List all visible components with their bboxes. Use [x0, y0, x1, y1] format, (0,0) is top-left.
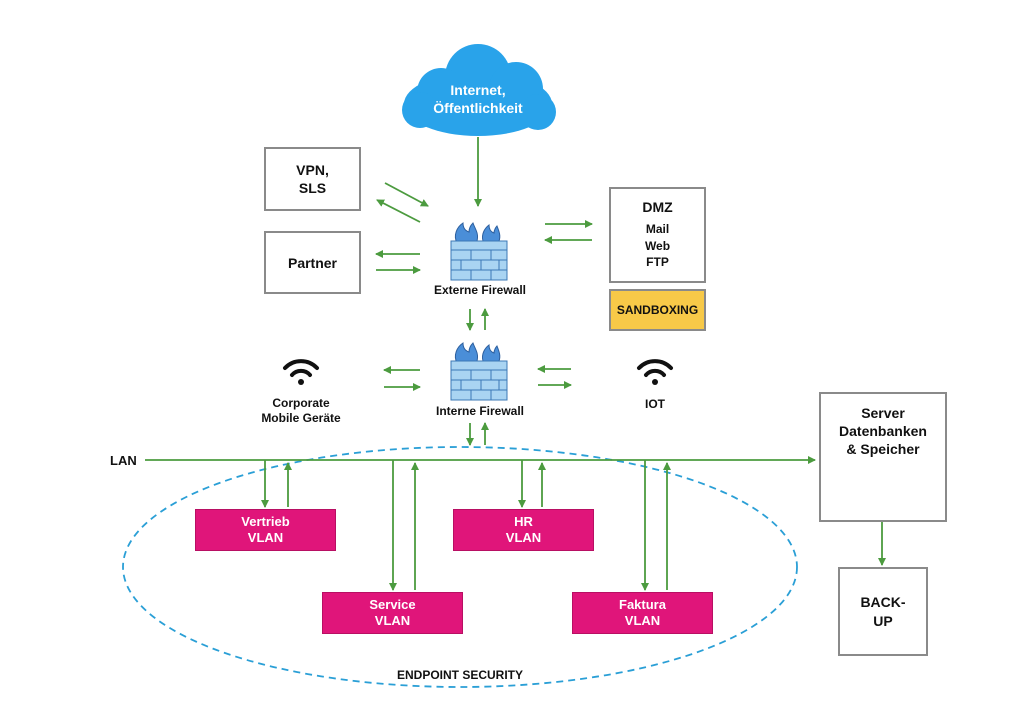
- vlan-service: Service VLAN: [322, 592, 463, 634]
- vpn-box: VPN, SLS: [264, 147, 361, 211]
- wifi-icon-corporate: [283, 359, 319, 385]
- wifi-icon-iot: [637, 359, 673, 385]
- arrow-firewall-to-vpn: [376, 199, 421, 223]
- vpn-label: VPN, SLS: [296, 161, 329, 196]
- dmz-services: Mail Web FTP: [644, 221, 671, 270]
- server-label: Server Datenbanken & Speicher: [839, 405, 927, 458]
- sandboxing-box: SANDBOXING: [609, 289, 706, 331]
- server-box: Server Datenbanken & Speicher: [819, 392, 947, 522]
- iot-label: IOT: [645, 397, 665, 411]
- internet-label: Internet, Öffentlichkeit: [433, 82, 523, 116]
- external-firewall-label: Externe Firewall: [433, 283, 527, 297]
- vlan-hr: HR VLAN: [453, 509, 594, 551]
- lan-label: LAN: [110, 453, 137, 468]
- backup-box: BACK- UP: [838, 567, 928, 656]
- vlan-vertrieb: Vertrieb VLAN: [195, 509, 336, 551]
- internal-firewall-label: Interne Firewall: [435, 404, 525, 418]
- internet-cloud-icon: [402, 44, 556, 136]
- partner-box: Partner: [264, 231, 361, 294]
- internal-firewall-icon: [450, 342, 508, 401]
- partner-label: Partner: [287, 254, 338, 271]
- dmz-box: DMZ Mail Web FTP: [609, 187, 706, 283]
- arrow-vpn-to-firewall: [384, 182, 429, 207]
- endpoint-security-boundary: [122, 446, 798, 688]
- corporate-mobile-label: Corporate Mobile Geräte: [261, 396, 341, 425]
- external-firewall-icon: [450, 222, 508, 281]
- backup-label: BACK- UP: [860, 593, 906, 629]
- vlan-faktura: Faktura VLAN: [572, 592, 713, 634]
- dmz-title: DMZ: [642, 198, 673, 215]
- endpoint-security-label: ENDPOINT SECURITY: [396, 668, 523, 682]
- sandboxing-label: SANDBOXING: [616, 303, 699, 317]
